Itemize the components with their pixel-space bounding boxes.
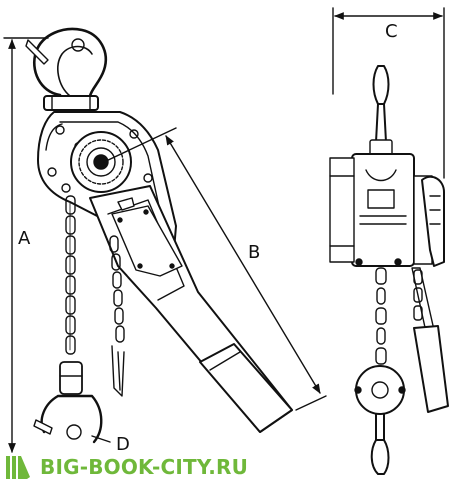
book-logo-icon [6,456,30,479]
side-sheave [355,365,405,415]
hook-latch [25,39,49,65]
hoist-side-view [329,65,449,475]
top-hook [33,27,107,98]
load-chain [65,195,76,355]
side-chain [375,267,423,365]
dimension-b [103,127,327,411]
slack-chain [109,235,125,397]
label-d: D [116,434,130,455]
side-body [351,153,415,267]
dimension-a [3,37,49,453]
bottom-hook [40,394,103,444]
hoist-front-view [25,27,293,444]
label-a: A [18,228,31,249]
handle-grip [199,343,293,433]
label-b: B [248,242,260,263]
watermark-text: BIG-BOOK-CITY.RU [40,455,249,479]
dimension-c [332,7,445,179]
dimension-d [91,435,111,443]
label-c: C [385,21,398,42]
side-grip [413,325,449,413]
watermark: BIG-BOOK-CITY.RU [4,452,248,482]
